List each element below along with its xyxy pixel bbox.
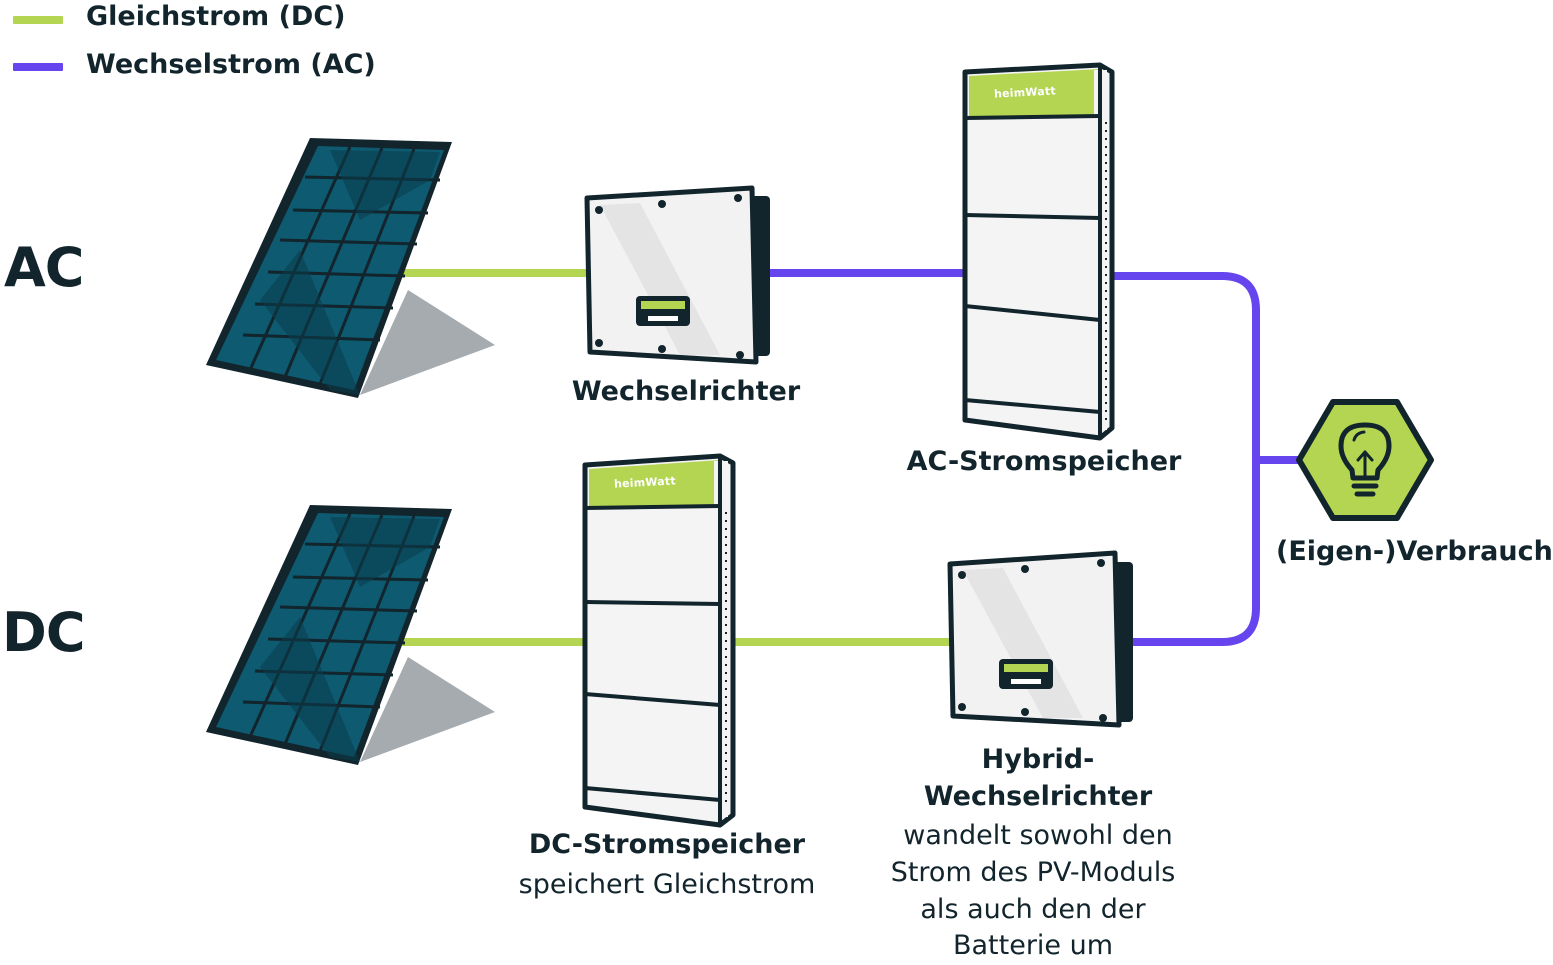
legend-dc-label: Gleichstrom (DC) bbox=[86, 1, 346, 32]
inverter-label: Wechselrichter bbox=[571, 376, 801, 407]
hybrid-inverter-label-line2: Wechselrichter bbox=[923, 781, 1153, 812]
inverter-device bbox=[584, 185, 770, 365]
hybrid-inverter-desc-line3: als auch den der bbox=[920, 894, 1146, 925]
dc-storage-device bbox=[582, 453, 736, 828]
dc-storage-label: DC-Stromspeicher bbox=[528, 829, 806, 860]
legend-ac-label: Wechselstrom (AC) bbox=[86, 49, 376, 80]
ac-storage-label: AC-Stromspeicher bbox=[906, 446, 1182, 477]
row-label-ac: AC bbox=[4, 236, 84, 299]
ac-storage-device bbox=[962, 62, 1115, 441]
dc-storage-description: speichert Gleichstrom bbox=[518, 869, 816, 900]
solar-panel-dc bbox=[206, 505, 495, 765]
hybrid-inverter-label-line1: Hybrid- bbox=[981, 744, 1095, 775]
consumption-label: (Eigen-)Verbrauch bbox=[1276, 536, 1553, 567]
hybrid-inverter-desc-line2: Strom des PV-Moduls bbox=[890, 857, 1176, 888]
hybrid-inverter-device bbox=[947, 550, 1133, 728]
lightbulb-icon bbox=[1338, 422, 1392, 497]
consumption-hexagon bbox=[1296, 399, 1434, 521]
hybrid-inverter-desc-line4: Batterie um bbox=[952, 930, 1114, 961]
solar-panel-ac bbox=[206, 138, 495, 398]
hybrid-inverter-desc-line1: wandelt sowohl den bbox=[903, 820, 1173, 851]
legend-ac-swatch bbox=[13, 63, 63, 71]
row-label-dc: DC bbox=[2, 601, 85, 664]
legend-dc-swatch bbox=[13, 16, 63, 24]
